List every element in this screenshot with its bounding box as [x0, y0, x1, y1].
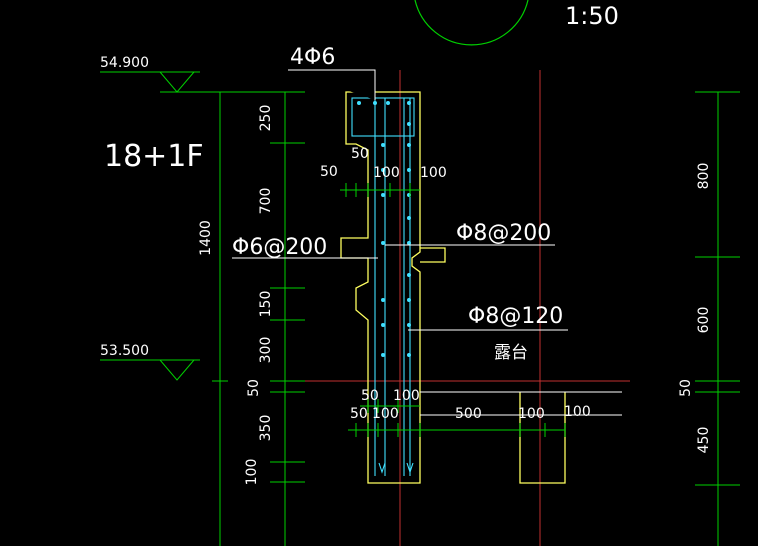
dim-right-1: 800: [696, 163, 712, 190]
room-label: 露台: [494, 343, 528, 363]
leader-lines: [232, 69, 568, 331]
dim-lower-b-2: 100: [372, 406, 399, 422]
dim-seg-6: 350: [258, 415, 274, 442]
right-dimension-chain: [695, 91, 740, 546]
dim-seg-7: 100: [244, 459, 260, 486]
label-bars-lower: Φ8@120: [468, 304, 563, 329]
dim-seg-5: 50: [246, 379, 262, 397]
dim-upper-4: 100: [420, 165, 447, 181]
dim-upper-1: 50: [320, 164, 338, 180]
label-stirrups-left: Φ6@200: [232, 235, 327, 260]
dim-lower-a-1: 50: [361, 388, 379, 404]
elevation-mark-bottom: 53.500: [100, 343, 200, 381]
dim-seg-2: 700: [258, 188, 274, 215]
beam-outline-right: [519, 392, 566, 484]
dim-horizontal-lower-b: [348, 423, 566, 437]
slab-lines: [420, 391, 622, 416]
parapet-outline: [340, 91, 421, 484]
scale-label: 1:50: [565, 2, 619, 30]
dim-upper-3: 100: [373, 165, 400, 181]
elevation-top-text: 54.900: [100, 55, 149, 71]
label-bars-right: Φ8@200: [456, 221, 551, 246]
slab-outline-right: [420, 247, 446, 263]
dim-horizontal-lower-a: [360, 399, 420, 413]
rebar-cage: [351, 97, 415, 476]
label-top-bars: 4Φ6: [290, 45, 335, 70]
dim-lower-a-2: 100: [393, 388, 420, 404]
dim-seg-4: 300: [258, 337, 274, 364]
dim-overall-height: 1400: [198, 220, 214, 256]
elevation-bottom-text: 53.500: [100, 343, 149, 359]
elevation-mark-top: 54.900: [100, 55, 300, 93]
dim-right-2: 600: [696, 307, 712, 334]
dim-right-3: 50: [678, 379, 694, 397]
axis-lines: [285, 70, 630, 546]
dim-lower-b-3: 500: [455, 406, 482, 422]
dim-lower-b-5: 100: [564, 404, 591, 420]
dim-right-4: 450: [696, 427, 712, 454]
dim-horizontal-upper: [340, 183, 420, 197]
left-dimension-chain: [212, 91, 305, 546]
dim-seg-3: 150: [258, 291, 274, 318]
grid-bubble-circle: [414, 0, 529, 46]
dim-lower-b-4: 100: [518, 406, 545, 422]
dim-seg-1: 250: [258, 105, 274, 132]
floor-label: 18+1F: [104, 139, 204, 174]
dim-upper-2: 50: [351, 146, 369, 162]
rebar-dots: [357, 101, 411, 357]
dim-lower-b-1: 50: [350, 406, 368, 422]
